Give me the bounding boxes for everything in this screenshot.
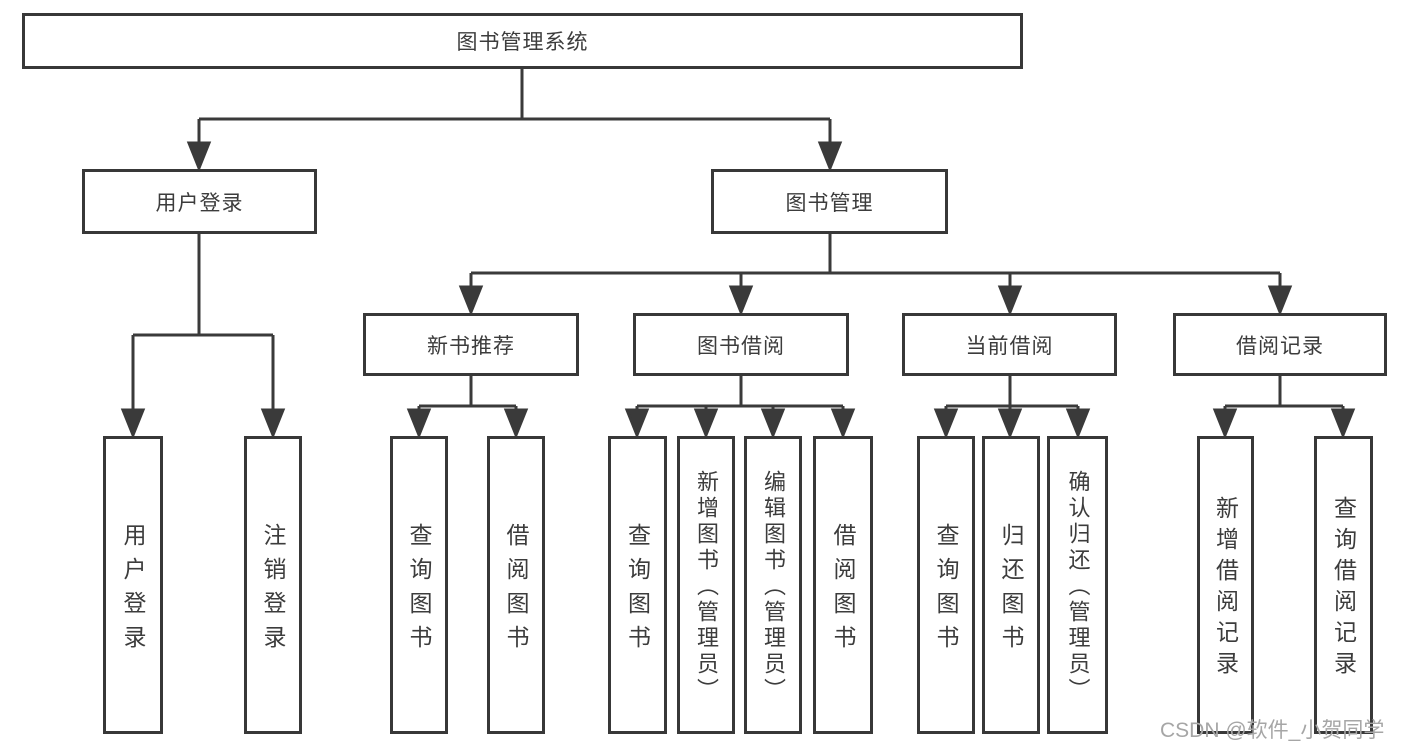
leaf-current-return: 归还图书: [982, 436, 1040, 734]
arrowhead: [260, 408, 286, 440]
leaf-newbook-borrow-label: 借阅图书: [503, 522, 529, 659]
node-book-mgmt-label: 图书管理: [785, 191, 874, 215]
leaf-borrow-edit-admin: 编辑图书（管理员）: [744, 436, 802, 734]
arrowhead: [186, 141, 212, 173]
connector-borrow-to-leaves: [624, 376, 856, 440]
leaf-borrow-query-label: 查询图书: [624, 522, 651, 659]
node-book-mgmt: 图书管理: [711, 169, 948, 234]
leaf-record-add-label: 新增借阅记录: [1212, 496, 1239, 682]
leaf-newbook-query-label: 查询图书: [406, 522, 432, 659]
arrowhead: [120, 408, 146, 440]
node-borrow-records: 借阅记录: [1173, 313, 1387, 376]
leaf-logout: 注销登录: [244, 436, 302, 734]
leaf-record-query-label: 查询借阅记录: [1330, 496, 1357, 682]
arrowhead: [1212, 408, 1238, 440]
leaf-borrow-borrow-label: 借阅图书: [830, 522, 856, 659]
arrowhead: [997, 285, 1023, 317]
arrowhead: [458, 285, 484, 317]
node-root-label: 图书管理系统: [456, 31, 589, 54]
leaf-borrow-edit-admin-label: 编辑图书（管理员）: [761, 470, 786, 704]
arrowhead: [1267, 285, 1293, 317]
leaf-current-query: 查询图书: [917, 436, 975, 734]
leaf-record-query: 查询借阅记录: [1314, 436, 1373, 734]
leaf-current-confirm-admin: 确认归还（管理员）: [1047, 436, 1108, 734]
arrowhead: [933, 408, 959, 440]
arrowhead: [1065, 408, 1091, 440]
connector-newbook-to-leaves: [406, 376, 529, 440]
arrowhead: [728, 285, 754, 317]
leaf-borrow-add-admin-label: 新增图书（管理员）: [694, 470, 719, 704]
node-book-borrow: 图书借阅: [633, 313, 849, 376]
arrowhead: [830, 408, 856, 440]
leaf-logout-label: 注销登录: [260, 522, 286, 659]
node-root: 图书管理系统: [22, 13, 1023, 69]
node-user-login-label: 用户登录: [155, 191, 244, 215]
connector-root-to-level2: [186, 69, 843, 173]
watermark-text: CSDN @软件_小贺同学: [1160, 719, 1385, 742]
arrowhead: [693, 408, 719, 440]
node-current-borrow: 当前借阅: [902, 313, 1117, 376]
node-new-book-recommend-label: 新书推荐: [427, 334, 515, 358]
leaf-user-login-label: 用户登录: [120, 522, 146, 659]
connector-bookmgmt-to-level3: [458, 234, 1293, 317]
leaf-record-add: 新增借阅记录: [1197, 436, 1254, 734]
arrowhead: [1330, 408, 1356, 440]
leaf-newbook-query: 查询图书: [390, 436, 448, 734]
leaf-borrow-borrow: 借阅图书: [813, 436, 873, 734]
node-new-book-recommend: 新书推荐: [363, 313, 579, 376]
arrowhead: [624, 408, 650, 440]
arrowhead: [503, 408, 529, 440]
node-borrow-records-label: 借阅记录: [1236, 334, 1324, 358]
arrowhead: [406, 408, 432, 440]
leaf-borrow-add-admin: 新增图书（管理员）: [677, 436, 735, 734]
connector-records-to-leaves: [1212, 376, 1356, 440]
arrowhead: [997, 408, 1023, 440]
leaf-user-login: 用户登录: [103, 436, 163, 734]
leaf-current-return-label: 归还图书: [998, 522, 1024, 659]
leaf-current-confirm-admin-label: 确认归还（管理员）: [1065, 470, 1091, 704]
connector-userlogin-to-leaves: [120, 234, 286, 440]
leaf-newbook-borrow: 借阅图书: [487, 436, 545, 734]
arrowhead: [817, 141, 843, 173]
leaf-borrow-query: 查询图书: [608, 436, 667, 734]
node-book-borrow-label: 图书借阅: [697, 334, 785, 358]
node-current-borrow-label: 当前借阅: [965, 334, 1054, 358]
leaf-current-query-label: 查询图书: [933, 522, 959, 659]
node-user-login: 用户登录: [82, 169, 317, 234]
connector-current-to-leaves: [933, 376, 1091, 440]
arrowhead: [760, 408, 786, 440]
